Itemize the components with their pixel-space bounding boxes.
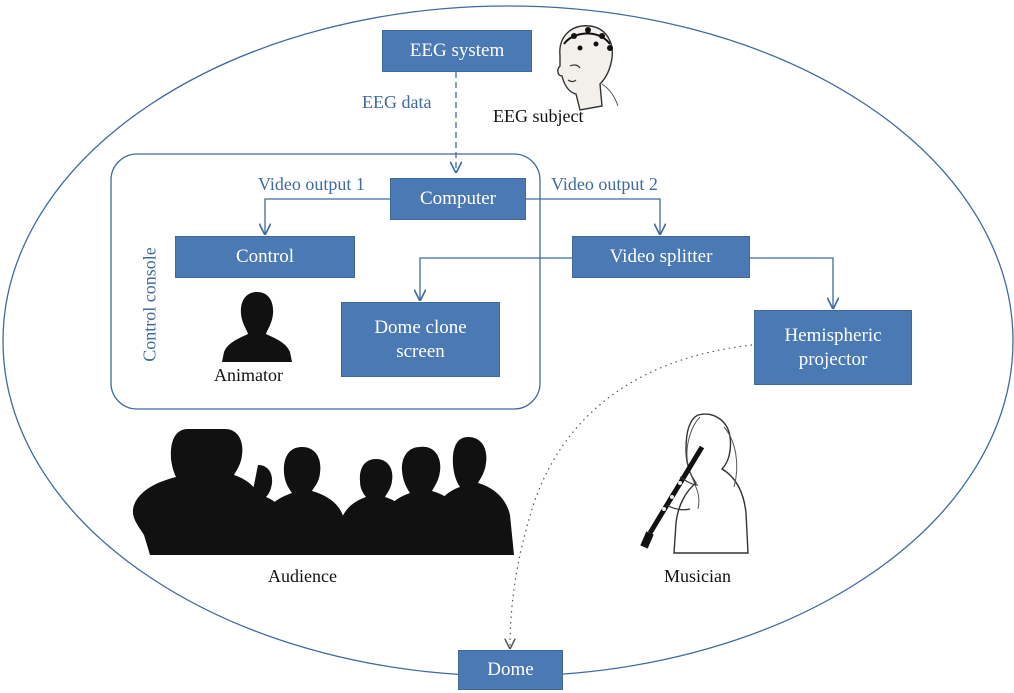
edge-splitter-to-clone: [420, 257, 572, 300]
control-console-outline: [110, 153, 541, 410]
node-video-splitter: Video splitter: [572, 236, 750, 278]
edge-splitter-to-projector: [750, 257, 833, 308]
node-hemispheric-projector-line-2: projector: [798, 348, 868, 370]
node-dome-clone-screen: Dome clone screen: [341, 302, 500, 377]
label-video-output-1: Video output 1: [258, 174, 365, 194]
label-animator: Animator: [214, 365, 283, 385]
node-dome-clone-screen-line-2: screen: [396, 340, 445, 362]
node-control: Control: [175, 236, 355, 278]
node-dome-clone-screen-line-1: Dome clone: [374, 316, 467, 338]
node-dome: Dome: [458, 650, 563, 690]
label-control-console: Control console: [139, 247, 160, 362]
edge-video-output-1: [265, 198, 390, 234]
eeg-subject-picture: [557, 25, 619, 111]
node-eeg-system: EEG system: [382, 30, 532, 72]
label-video-output-2: Video output 2: [551, 174, 658, 194]
label-musician: Musician: [664, 566, 731, 586]
node-hemispheric-projector: Hemispheric projector: [754, 310, 912, 385]
label-eeg-subject: EEG subject: [493, 106, 584, 126]
animator-silhouette: [222, 292, 292, 362]
edge-projector-to-dome: [510, 344, 753, 648]
audience-silhouette: [132, 429, 514, 555]
node-hemispheric-projector-line-1: Hemispheric: [784, 324, 882, 346]
edge-video-output-2: [526, 198, 660, 234]
musician-picture: [640, 405, 760, 555]
label-eeg-data: EEG data: [362, 92, 432, 112]
label-audience: Audience: [268, 566, 337, 586]
node-computer: Computer: [390, 178, 526, 220]
